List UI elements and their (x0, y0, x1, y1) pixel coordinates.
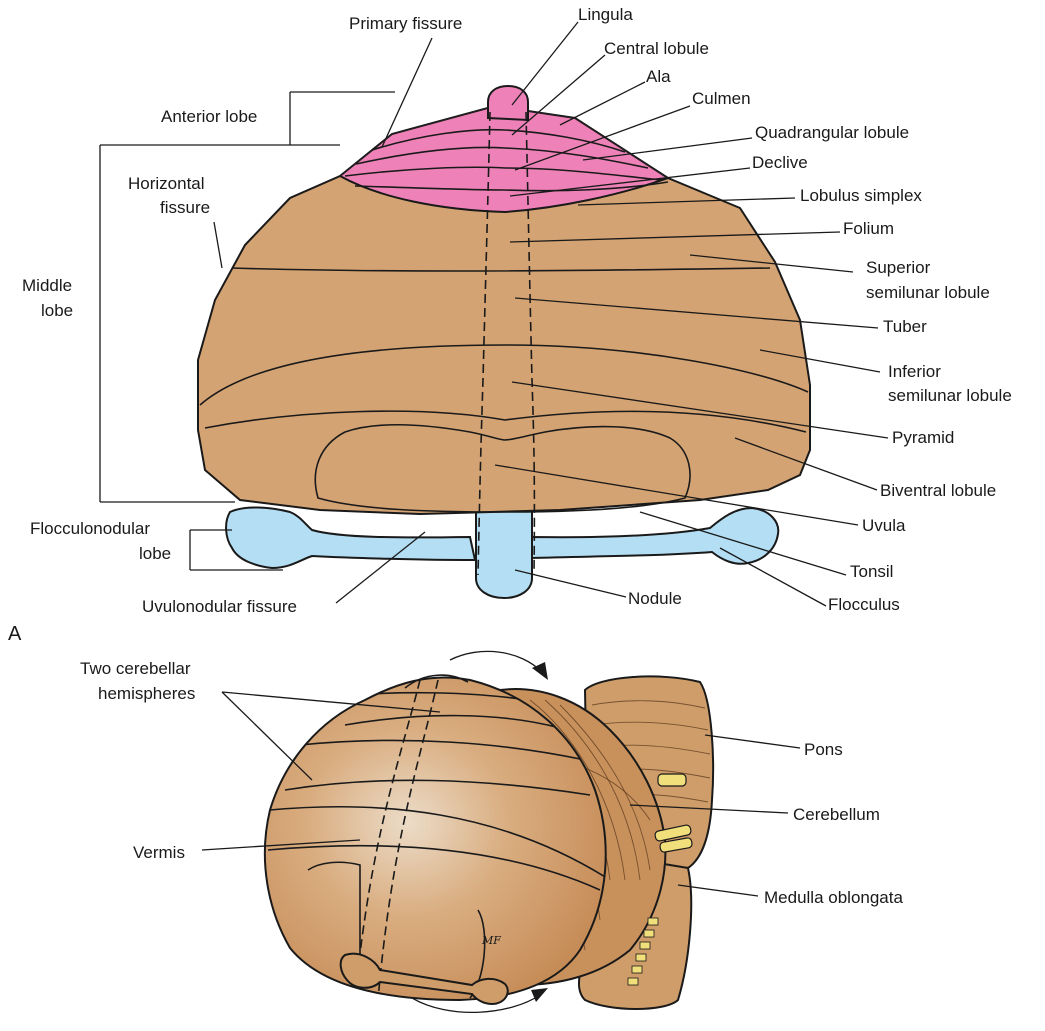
rotation-arrow-top (449, 650, 543, 673)
label-flocculonodular-line2: lobe (139, 544, 171, 563)
label-pons: Pons (804, 740, 843, 759)
anterior-lobe-shape (338, 106, 671, 214)
nodule-shape (475, 504, 533, 600)
uvula-tonsil-outline (314, 423, 691, 513)
label-folium: Folium (843, 219, 894, 238)
label-flocculonodular-line1: Flocculonodular (30, 519, 150, 538)
flocculus-left-shape (225, 506, 477, 570)
label-uvulonodular-fissure: Uvulonodular fissure (142, 597, 297, 616)
label-ala: Ala (646, 67, 671, 86)
label-vermis: Vermis (133, 843, 185, 862)
label-tuber: Tuber (883, 317, 927, 336)
label-medulla-oblongata: Medulla oblongata (764, 888, 903, 907)
cerebellar-hemisphere-shape (263, 676, 607, 1002)
label-cerebellum: Cerebellum (793, 805, 880, 824)
panel-b-diagram (201, 650, 801, 1013)
label-middle-lobe-line1: Middle (22, 276, 72, 295)
panel-a-labels: Primary fissure Lingula Central lobule A… (8, 5, 1012, 645)
label-inferior-semilunar-line1: Inferior (888, 362, 941, 381)
label-horizontal-fissure-line2: fissure (160, 198, 210, 217)
lingula-shape (487, 84, 529, 122)
label-nodule: Nodule (628, 589, 682, 608)
label-biventral-lobule: Biventral lobule (880, 481, 996, 500)
flocculus-right-shape (529, 506, 780, 565)
label-anterior-lobe: Anterior lobe (161, 107, 257, 126)
nerve-root-1 (654, 824, 692, 842)
label-central-lobule: Central lobule (604, 39, 709, 58)
nerve-root-2 (659, 837, 693, 853)
panel-a-diagram (99, 21, 889, 607)
label-middle-lobe-line2: lobe (41, 301, 73, 320)
label-tonsil: Tonsil (850, 562, 893, 581)
label-primary-fissure: Primary fissure (349, 14, 462, 33)
nerve-root-pons (657, 773, 687, 787)
label-superior-semilunar-line2: semilunar lobule (866, 283, 990, 302)
artist-signature: MF (481, 934, 501, 947)
flocculus-rod-shape (339, 952, 509, 1006)
label-declive: Declive (752, 153, 808, 172)
medulla-nerve-rootlets (627, 917, 659, 986)
label-lobulus-simplex: Lobulus simplex (800, 186, 922, 205)
label-culmen: Culmen (692, 89, 751, 108)
label-uvula: Uvula (862, 516, 906, 535)
label-two-cerebellar-line1: Two cerebellar (80, 659, 191, 678)
label-superior-semilunar-line1: Superior (866, 258, 931, 277)
panel-b-labels: Two cerebellar hemispheres Pons Cerebell… (80, 659, 903, 947)
panel-a-letter: A (8, 623, 22, 645)
label-inferior-semilunar-line2: semilunar lobule (888, 386, 1012, 405)
label-horizontal-fissure-line1: Horizontal (128, 174, 205, 193)
label-flocculus: Flocculus (828, 595, 900, 614)
label-quadrangular-lobule: Quadrangular lobule (755, 123, 909, 142)
label-two-cerebellar-line2: hemispheres (98, 684, 195, 703)
label-pyramid: Pyramid (892, 428, 954, 447)
rotation-arrow-bottom (411, 994, 541, 1013)
label-lingula: Lingula (578, 5, 633, 24)
